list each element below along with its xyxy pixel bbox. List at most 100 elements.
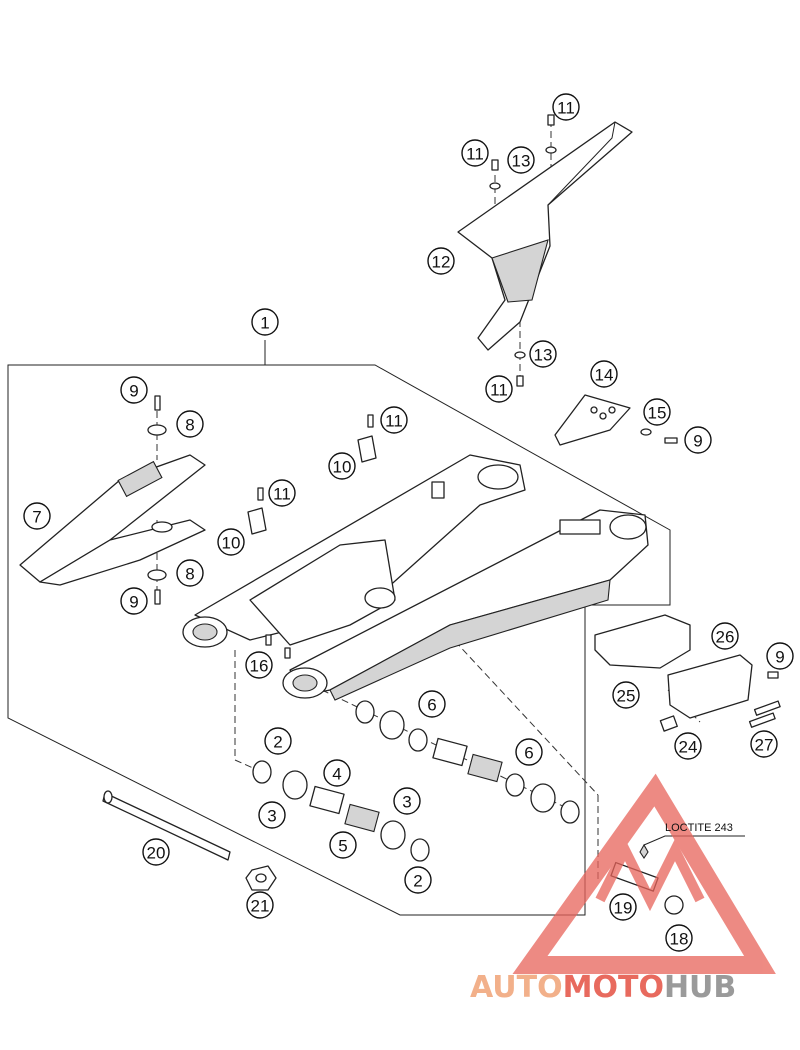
callout-label: 13 [512,152,531,171]
callout-9: 9 [120,376,148,404]
callout-19: 19 [609,893,637,921]
callout-circle [268,479,296,507]
callout-circle [418,690,446,718]
callout-label: 27 [755,736,774,755]
callout-14: 14 [590,360,618,388]
bearings [252,700,580,862]
callout-circle [323,759,351,787]
chain-guard [457,121,633,351]
callout-25: 25 [612,681,640,709]
callout-circle [766,642,794,670]
callout-11: 11 [268,479,296,507]
bolts-16 [265,634,291,659]
callout-label: 9 [129,593,138,612]
callouts: 1223345667889999101011111111111213131415… [23,93,794,952]
callout-circle [552,93,580,121]
callout-8: 8 [176,559,204,587]
callout-label: 11 [466,145,484,164]
watermark [512,773,776,974]
callout-label: 25 [617,687,636,706]
callout-6: 6 [418,690,446,718]
watermark-auto: AUTO [470,970,563,1005]
callout-circle [176,559,204,587]
callout-6: 6 [515,738,543,766]
callout-label: 6 [524,744,533,763]
callout-label: 12 [432,253,451,272]
callout-label: 14 [595,366,614,385]
callout-circle [461,139,489,167]
callout-label: 9 [693,432,702,451]
callout-20: 20 [142,838,170,866]
callout-circle [251,308,279,336]
callout-label: 26 [716,628,735,647]
callout-18: 18 [665,924,693,952]
callout-circle [427,247,455,275]
watermark-moto: MOTO [563,970,664,1005]
swingarm [182,454,649,701]
callout-circle [245,651,273,679]
callout-label: 3 [267,807,276,826]
callout-15: 15 [643,398,671,426]
callout-21: 21 [246,891,274,919]
callout-circle [507,146,535,174]
callout-9: 9 [120,587,148,615]
callout-label: 9 [775,648,784,667]
watermark-hub: HUB [664,970,736,1005]
callout-label: 18 [670,930,689,949]
callout-label: 15 [648,404,667,423]
callout-circle [643,398,671,426]
callout-10: 10 [328,452,356,480]
callout-label: 2 [273,733,282,752]
callout-label: 19 [614,899,633,918]
callout-3: 3 [393,787,421,815]
callout-label: 2 [413,872,422,891]
callout-circle [612,681,640,709]
callout-circle [328,452,356,480]
callout-4: 4 [323,759,351,787]
callout-label: 11 [385,412,403,431]
chain-guide [594,614,781,732]
callout-11: 11 [552,93,580,121]
callout-circle [515,738,543,766]
callout-2: 2 [264,727,292,755]
clips [247,414,377,535]
callout-circle [176,410,204,438]
callout-label: 7 [32,508,41,527]
callout-9: 9 [684,426,712,454]
chain-slider [19,454,206,586]
swingarm-assembly-outline [7,340,671,916]
callout-circle [329,831,357,859]
callout-label: 24 [679,738,698,757]
callout-label: 8 [185,416,194,435]
pivot-axle [102,790,277,891]
callout-label: 20 [147,844,166,863]
watermark-text: AUTOMOTOHUB [470,970,736,1005]
callout-label: 11 [273,485,291,504]
callout-8: 8 [176,410,204,438]
callout-circle [590,360,618,388]
callout-circle [529,340,557,368]
callout-3: 3 [258,801,286,829]
callout-label: 3 [402,793,411,812]
callout-circle [246,891,274,919]
callout-circle [217,528,245,556]
callout-circle [393,787,421,815]
callout-label: 10 [333,458,352,477]
watermark-m-shape [595,838,705,912]
callout-circle [665,924,693,952]
callout-circle [609,893,637,921]
callout-circle [380,406,408,434]
callout-13: 13 [507,146,535,174]
callout-9: 9 [766,642,794,670]
callout-27: 27 [750,730,778,758]
callout-label: 13 [534,346,553,365]
callout-16: 16 [245,651,273,679]
callout-10: 10 [217,528,245,556]
callout-label: 21 [251,897,270,916]
sprocket-guard [554,394,678,446]
callout-label: 9 [129,382,138,401]
callout-label: 10 [222,534,241,553]
loctite-note: LOCTITE 243 [665,822,733,834]
callout-13: 13 [529,340,557,368]
slider-fasteners [147,395,167,605]
